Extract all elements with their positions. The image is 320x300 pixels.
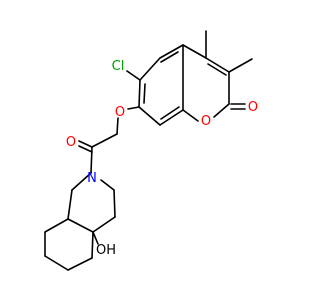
bond xyxy=(159,44,184,59)
atom-labels: Cl O O O O N OH xyxy=(66,59,258,258)
bond xyxy=(160,51,179,63)
bond xyxy=(213,103,230,118)
bond xyxy=(182,44,207,59)
bond xyxy=(126,70,141,81)
hydroxyl-label: OH xyxy=(96,243,116,258)
bond xyxy=(78,140,93,148)
bond xyxy=(116,117,119,135)
bond xyxy=(138,79,141,108)
lactone-carbonyl-oxygen-label: O xyxy=(248,100,258,115)
bond xyxy=(205,57,230,73)
structure-canvas: Cl O O O O N OH xyxy=(44,30,258,271)
ring-oxygen-label: O xyxy=(201,114,211,129)
bond xyxy=(71,172,92,191)
bond xyxy=(67,189,73,220)
chlorine-label: Cl xyxy=(112,59,125,74)
bond xyxy=(113,189,116,218)
bond xyxy=(159,109,184,126)
bond xyxy=(67,257,93,271)
bond xyxy=(90,146,93,174)
bond xyxy=(228,58,253,73)
bond xyxy=(100,179,115,191)
ketone-oxygen-label: O xyxy=(66,135,76,150)
bond xyxy=(44,218,69,233)
bond xyxy=(44,255,69,271)
bond xyxy=(139,57,161,81)
bond xyxy=(182,109,199,122)
bond xyxy=(91,231,94,259)
bond xyxy=(91,133,118,148)
bond xyxy=(78,145,93,153)
bond xyxy=(207,63,227,76)
bond xyxy=(143,83,146,104)
bond xyxy=(67,218,94,233)
bond xyxy=(92,231,99,245)
ether-oxygen-label: O xyxy=(115,105,125,120)
bond xyxy=(138,106,161,126)
molecule-structure: Cl O O O O N OH xyxy=(44,30,258,271)
bonds xyxy=(44,30,253,271)
bond xyxy=(160,106,180,120)
amide-nitrogen-label: N xyxy=(87,171,97,186)
bond xyxy=(92,216,116,233)
bond xyxy=(127,106,140,110)
